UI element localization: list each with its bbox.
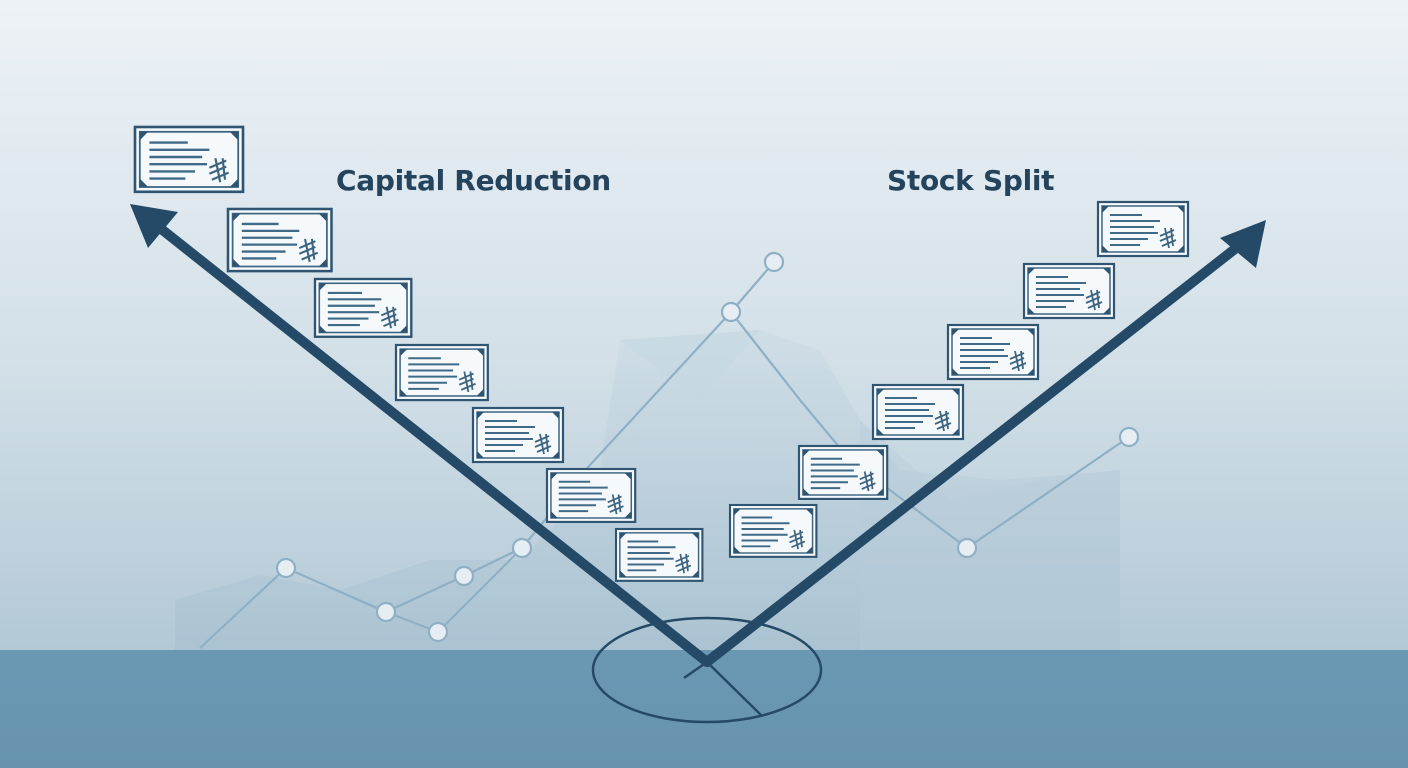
share-certificate-icon [614,527,704,582]
chart-point [427,621,449,643]
pivot-ellipse-icon [591,616,823,724]
share-certificate-icon [133,125,245,194]
share-certificate-icon [394,343,489,402]
chart-point [511,537,533,559]
arrow-up-right-icon [702,220,1266,667]
pivot-tail [706,661,763,717]
share-certificate-icon [797,444,889,500]
background-hills [175,330,1120,650]
share-certificate-icon [545,467,637,523]
chart-point [763,251,785,273]
share-certificate-icon [1096,200,1190,258]
capital-reduction-label: Capital Reduction [336,164,611,197]
share-certificate-icon [471,406,565,464]
share-certificate-icon [313,277,413,338]
ground [0,650,1408,768]
chart-point [275,557,297,579]
share-certificate-icon [946,323,1040,381]
chart-point [720,301,742,323]
chart-point [956,537,978,559]
chart-point [453,565,475,587]
share-certificate-icon [226,207,333,273]
chart-point [375,601,397,623]
share-certificate-icon [871,383,965,441]
stock-split-label: Stock Split [887,164,1055,197]
share-certificate-icon [1022,262,1116,320]
share-certificate-icon [728,503,818,558]
arrow-up-left-icon [130,204,712,667]
chart-point [1118,426,1140,448]
